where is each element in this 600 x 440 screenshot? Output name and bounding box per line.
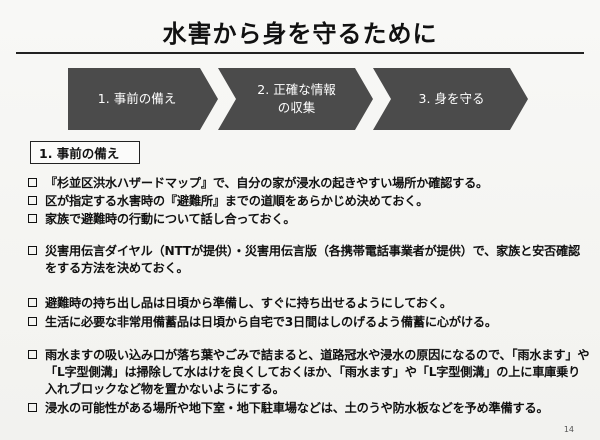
step-3-arrow: 3. 身を守る [373,68,528,130]
checkbox-square-icon [28,246,37,255]
step-1-arrow: 1. 事前の備え [68,68,218,130]
step-2-arrow: 2. 正確な情報 の収集 [218,68,373,130]
step-flow: 1. 事前の備え 2. 正確な情報 の収集 3. 身を守る [68,68,528,130]
section-heading: 1. 事前の備え [30,141,140,164]
list-item-text: 『杉並区洪水ハザードマップ』で、自分の家が浸水の起きやすい場所か確認する。 [45,176,489,190]
list-item-text: 災害用伝言ダイヤル（NTTが提供）・災害用伝言版（各携帯電話事業者が提供）で、家… [45,244,581,275]
step-1-arrow-shape [68,68,218,130]
step-2-label: 2. 正確な情報 の収集 [257,82,336,115]
list-item-text: 生活に必要な非常用備蓄品は日頃から自宅で3日間はしのげるよう備蓄に心がける。 [45,315,497,329]
list-item-text: 浸水の可能性がある場所や地下室・地下駐車場などは、土のうや防水板などを予め準備す… [45,401,549,415]
list-item-text: 雨水ますの吸い込み口が落ち葉やごみで詰まると、道路冠水や浸水の原因になるので、「… [45,348,590,396]
checkbox-square-icon [28,214,37,223]
step-1-label: 1. 事前の備え [97,91,177,106]
page-title: 水害から身を守るために [162,20,438,48]
list-item-text: 避難時の持ち出し品は日頃から準備し、すぐに持ち出せるようにしておく。 [45,296,452,310]
page-number: 14 [563,425,574,434]
step-2-arrow-shape [218,68,373,130]
title-divider [16,52,584,54]
checkbox-square-icon [28,350,37,359]
checkbox-square-icon [28,317,37,326]
checkbox-square-icon [28,178,37,187]
step-3-arrow-shape [373,68,528,130]
checkbox-square-icon [28,403,37,412]
list-item-text: 区が指定する水害時の『避難所』までの道順をあらかじめ決めておく。 [45,194,429,208]
checkbox-square-icon [28,298,37,307]
step-3-label: 3. 身を守る [418,91,485,106]
checkbox-square-icon [28,196,37,205]
list-item-text: 家族で避難時の行動について話し合っておく。 [45,212,296,226]
